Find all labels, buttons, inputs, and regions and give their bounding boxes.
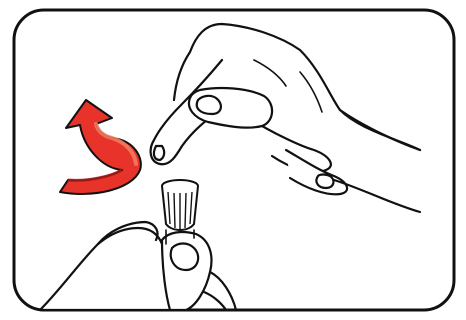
ribbed-cap xyxy=(162,180,198,230)
